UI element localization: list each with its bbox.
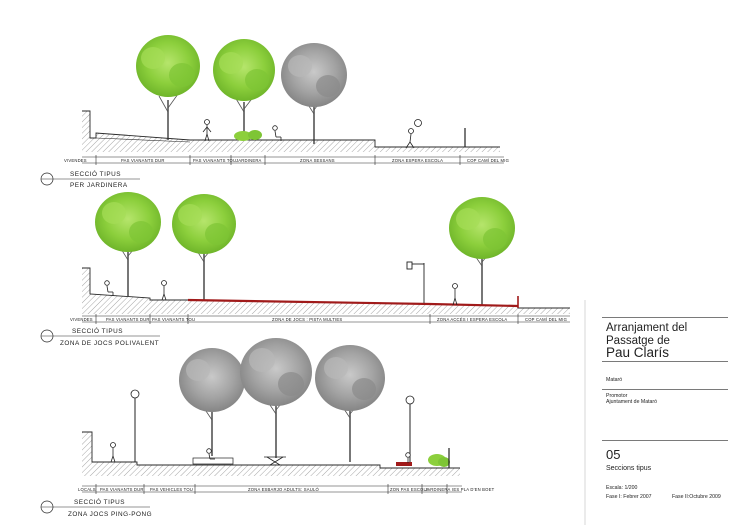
person-standing-1 (202, 119, 212, 142)
zone-label: IES PLA D'EN BOET (452, 487, 495, 492)
zone-label: PAS VIANANTS TOU (193, 158, 236, 163)
tree-green-1 (136, 35, 200, 140)
zone-label: PAS VEHICLES TOU (150, 487, 193, 492)
project-title-line-2: Pau Clarís (606, 345, 670, 360)
zone-label: ZONA SESSANS (300, 158, 335, 163)
zone-label: ZONA ESBARJO ADULTS: SAULÓ (248, 487, 320, 492)
section-3: LOCALS PAS VIANANTS DUR PAS VEHICLES TOU… (40, 338, 495, 518)
person-seated-3 (206, 448, 215, 460)
zone-label: ZONA ESPERA ESCOLA (392, 158, 443, 163)
zone-label: COP CAMÍ DEL MIG (467, 158, 509, 163)
person-standing-2 (161, 280, 167, 301)
zone-label: PAS VIANANTS TOU (152, 317, 195, 322)
section-subtitle: PER JARDINERA (70, 182, 128, 189)
section-title: SECCIÓ TIPUS (74, 497, 125, 506)
promoter-label: Promotor (606, 393, 628, 399)
title-block-rule (602, 440, 728, 441)
zone-label: PAS VIANANTS DUR (100, 487, 144, 492)
tree-green-4 (172, 194, 236, 300)
scale: Escala: 1/200 (606, 485, 638, 491)
zone-label: VIVENDES (70, 317, 93, 322)
section-title: SECCIÓ TIPUS (72, 326, 123, 335)
project-title-line-1: Arranjament del Passatge de (606, 322, 688, 347)
zone-label: ZON PAS ESCOLA (390, 487, 429, 492)
location: Mataró (606, 377, 623, 383)
tree-grey-3 (240, 338, 312, 458)
phase-1-date: Fase I: Febrer 2007 (606, 494, 652, 500)
sheet-title: Seccions tipus (606, 465, 652, 472)
phase-2-date: Fase II:Octubre 2009 (672, 494, 721, 500)
section-2: VIVENDES PAS VIANANTS DUR PAS VIANANTS T… (40, 192, 570, 347)
person-standing-3 (452, 283, 458, 306)
tree-grey-1 (281, 43, 347, 144)
lamp-post-icon (130, 389, 140, 462)
section-1: VIVENDES PAS VIANANTS DUR PAS VIANANTS T… (40, 35, 509, 189)
tree-green-5 (449, 197, 515, 305)
zone-label: PAS VIANANTS DUR (106, 317, 150, 322)
bench (192, 457, 234, 465)
zone-label: VIVENDES (64, 158, 87, 163)
zone-label: ZONA ACCÉS I ESPERA ESCOLA (437, 317, 507, 322)
title-block-rule (602, 317, 728, 318)
person-standing-4 (110, 442, 116, 463)
promoter-name: Ajuntament de Mataró (606, 399, 658, 405)
title-block-rule (602, 389, 728, 390)
red-bench (396, 462, 412, 466)
person-seated-1 (272, 125, 282, 141)
title-block-rule (602, 361, 728, 362)
section-title: SECCIÓ TIPUS (70, 169, 121, 178)
basketball-hoop-icon (406, 261, 425, 303)
person-seated-4 (405, 452, 411, 463)
tree-green-2 (213, 39, 275, 140)
tree-grey-4 (315, 345, 385, 462)
section-subtitle: ZONA JOCS PING-PONG (68, 511, 152, 518)
sheet-number: 05 (606, 447, 621, 462)
tree-grey-2 (179, 348, 245, 456)
person-with-child (405, 119, 422, 149)
zone-label: ZONA DE JOCS : PISTA MULTIES (272, 317, 342, 322)
project-title: Arranjament del Passatge de Pau Clarís (606, 322, 726, 360)
tree-green-3 (95, 192, 161, 296)
zone-label: JARDINERA (236, 158, 262, 163)
ping-pong-table (264, 456, 286, 466)
zone-label: JARDINERA (425, 487, 451, 492)
person-seated-2 (104, 280, 114, 296)
zone-label: COP CAMÍ DEL MIG (525, 317, 567, 322)
zone-label: PAS VIANANTS DUR (121, 158, 165, 163)
section-subtitle: ZONA DE JOCS POLIVALENT (60, 340, 159, 347)
zone-label: LOCALS (78, 487, 96, 492)
